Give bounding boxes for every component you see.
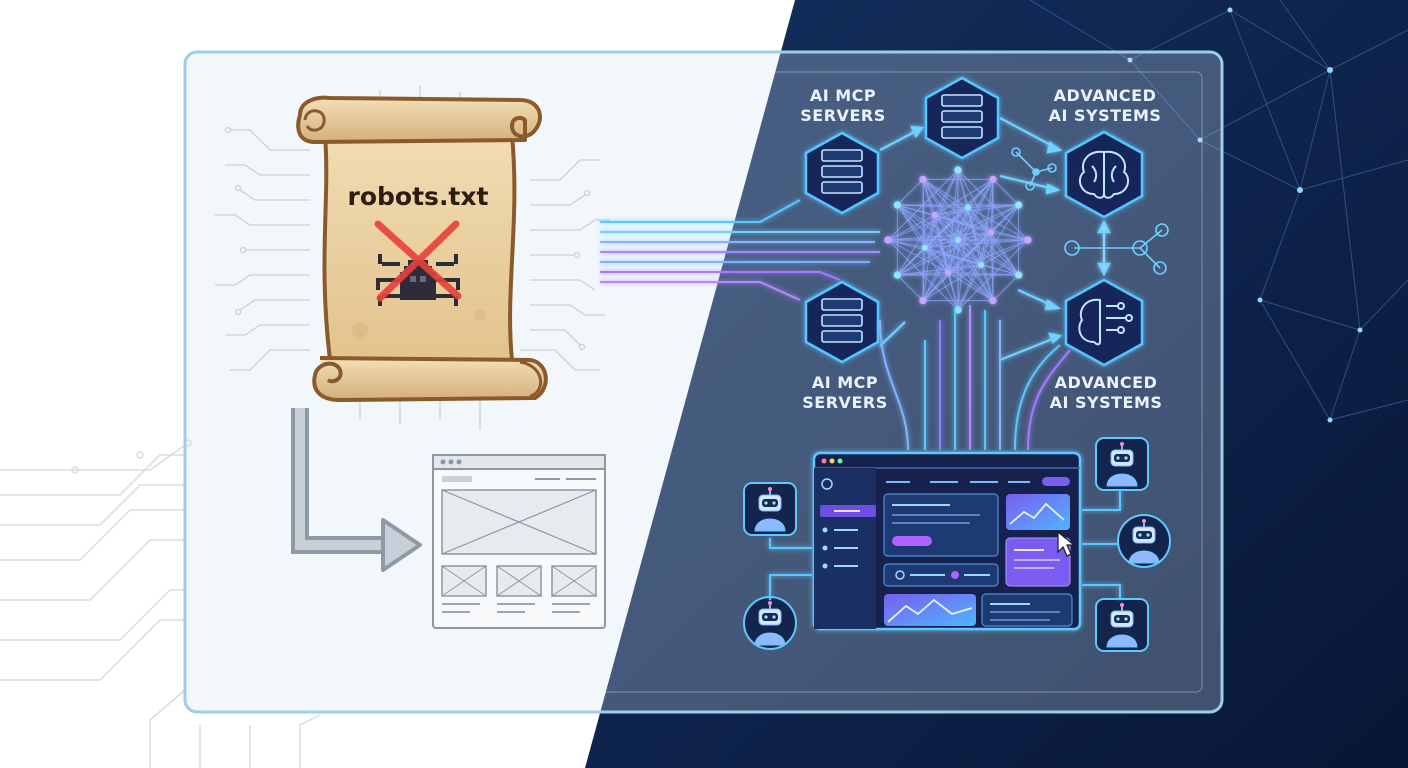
svg-text:ADVANCED: ADVANCED [1055,373,1158,392]
network-node [944,269,951,276]
network-node [1015,201,1023,209]
network-node [931,212,938,219]
network-node [884,236,892,244]
circuit-traces-outside [0,439,321,768]
network-node [989,297,997,305]
data-streams [600,199,880,301]
network-node [954,166,962,174]
svg-text:AI MCP: AI MCP [812,373,878,392]
robot-agent-icon [1095,598,1149,652]
scroll-title: robots.txt [348,182,489,211]
network-node [1015,271,1023,279]
ai-brain-icon [1078,298,1133,346]
label-mcp-top: AI MCP SERVERS [800,86,885,125]
app-dashboard-icon [812,451,1082,631]
robot-agent-icon [743,596,797,650]
server-node-left-bottom [804,280,880,364]
robot-agent-icon [1117,514,1171,568]
robot-agents [743,437,1171,652]
network-node [893,201,901,209]
server-node-top [924,76,1000,160]
network-node [954,306,962,314]
network-node [893,271,901,279]
brain-node-bottom [1064,278,1144,367]
svg-text:AI MCP: AI MCP [810,86,876,105]
constellation-nodes [1127,7,1363,423]
robot-connectors [769,490,1121,600]
redirect-arrow [291,408,422,572]
label-mcp-bottom: AI MCP SERVERS [802,373,887,412]
satellite-graphs [1011,147,1169,275]
network-node [919,175,927,183]
server-rack-icon [821,298,863,343]
circuit-traces-scroll [215,85,610,430]
network-node [978,261,985,268]
ai-brain-icon [1078,150,1130,199]
network-node [921,244,928,251]
webpage-wireframe-icon [432,454,606,629]
parchment-scroll-icon [296,95,548,402]
robot-agent-icon [1095,437,1149,491]
label-advanced-bottom: ADVANCED AI SYSTEMS [1050,373,1163,412]
mouse-cursor-icon [1057,530,1076,557]
server-rack-icon [821,149,863,194]
label-advanced-top: ADVANCED AI SYSTEMS [1049,86,1162,125]
dashboard-streams [879,305,1071,451]
network-node [955,237,961,243]
node-connectors [879,117,1111,362]
brain-node-top [1064,130,1144,219]
svg-text:ADVANCED: ADVANCED [1054,86,1157,105]
server-node-left-top [804,131,880,215]
svg-text:AI SYSTEMS: AI SYSTEMS [1050,393,1163,412]
server-rack-icon [941,94,983,139]
network-node [965,204,972,211]
svg-text:SERVERS: SERVERS [800,106,885,125]
network-node [989,175,997,183]
red-x-icon [374,220,462,302]
network-node [988,229,995,236]
svg-text:AI SYSTEMS: AI SYSTEMS [1049,106,1162,125]
robot-agent-icon [743,482,797,536]
svg-text:SERVERS: SERVERS [802,393,887,412]
neural-network-icon [884,166,1032,314]
network-node [919,297,927,305]
network-node [1024,236,1032,244]
